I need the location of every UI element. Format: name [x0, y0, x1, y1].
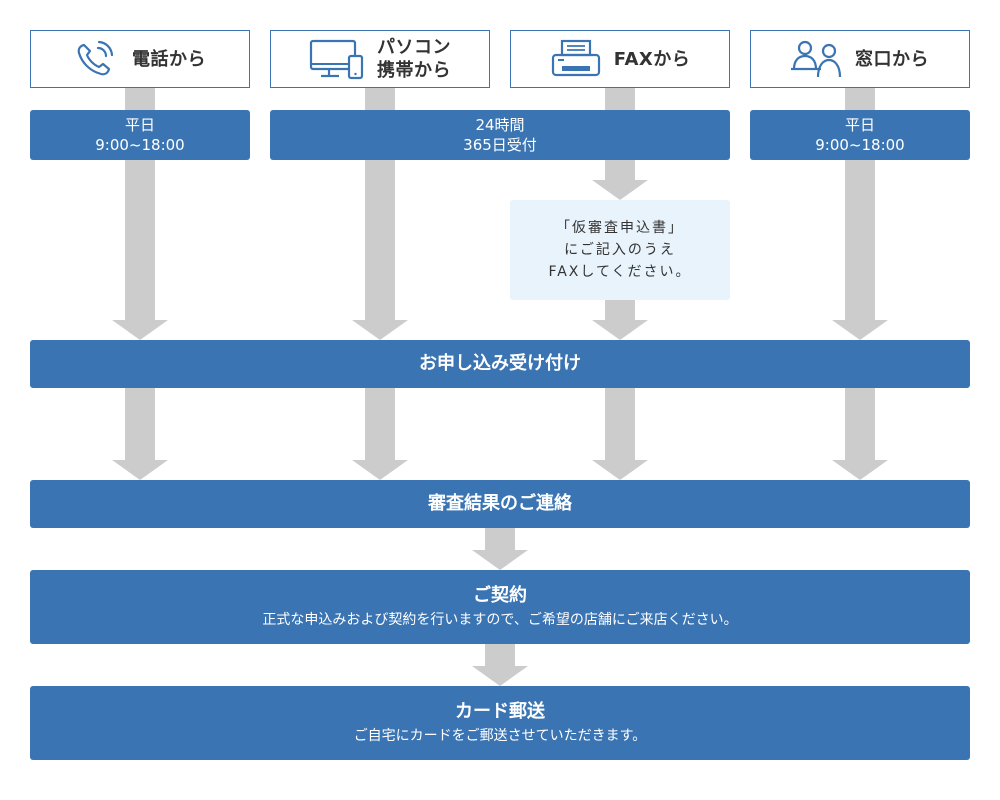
hours-line: 24時間 [475, 116, 525, 134]
step-title: ご契約 [473, 585, 527, 606]
channel-label: パソコン 携帯から [377, 37, 451, 81]
step-title: お申し込み受け付け [419, 353, 581, 374]
computer-mobile-icon [309, 38, 365, 80]
hours-line: 9:00~18:00 [815, 136, 905, 154]
arrowhead [352, 320, 408, 340]
hours-counter: 平日 9:00~18:00 [750, 110, 970, 160]
fax-icon [550, 39, 602, 79]
arrow-result-to-contract [485, 528, 515, 553]
hours-line: 平日 [124, 116, 155, 134]
arrow-apply-to-result-1 [125, 388, 155, 463]
fax-note-line: にご記入のうえ [564, 242, 676, 258]
arrowhead [112, 320, 168, 340]
arrow-note-to-apply [605, 298, 635, 323]
hours-line: 365日受付 [463, 136, 537, 154]
step-title: 審査結果のご連絡 [428, 493, 572, 514]
arrow-apply-to-result-4 [845, 388, 875, 463]
step-card-mailing: カード郵送 ご自宅にカードをご郵送させていただきます。 [30, 686, 970, 760]
arrowhead [592, 320, 648, 340]
phone-icon [74, 39, 120, 79]
channel-label: 電話から [132, 48, 206, 70]
arrowhead [112, 460, 168, 480]
fax-note-line: 「仮審査申込書」 [556, 220, 684, 236]
arrowhead [832, 460, 888, 480]
arrowhead [592, 180, 648, 200]
arrowhead [472, 550, 528, 570]
channel-phone: 電話から [30, 30, 250, 88]
hours-phone: 平日 9:00~18:00 [30, 110, 250, 160]
channel-counter: 窓口から [750, 30, 970, 88]
people-icon [791, 39, 843, 79]
arrowhead [592, 460, 648, 480]
arrow-apply-to-result-3 [605, 388, 635, 463]
hours-line: 平日 [844, 116, 875, 134]
step-description: 正式な申込みおよび契約を行いますので、ご希望の店舗にご来店ください。 [262, 612, 738, 628]
arrow-contract-to-card [485, 644, 515, 669]
hours-line: 9:00~18:00 [95, 136, 185, 154]
step-description: ご自宅にカードをご郵送させていただきます。 [353, 728, 647, 744]
arrow-apply-to-result-2 [365, 388, 395, 463]
arrowhead [472, 666, 528, 686]
step-contract: ご契約 正式な申込みおよび契約を行いますので、ご希望の店舗にご来店ください。 [30, 570, 970, 644]
fax-note-line: FAXしてください。 [548, 264, 692, 280]
channel-pc-mobile: パソコン 携帯から [270, 30, 490, 88]
step-review-result: 審査結果のご連絡 [30, 480, 970, 528]
fax-note: 「仮審査申込書」 にご記入のうえ FAXしてください。 [510, 200, 730, 300]
step-application: お申し込み受け付け [30, 340, 970, 388]
channel-label: 窓口から [855, 48, 929, 70]
arrowhead [832, 320, 888, 340]
arrowhead [352, 460, 408, 480]
channel-label: FAXから [613, 48, 691, 70]
channel-fax: FAXから [510, 30, 730, 88]
step-title: カード郵送 [455, 701, 545, 722]
hours-online: 24時間 365日受付 [270, 110, 730, 160]
